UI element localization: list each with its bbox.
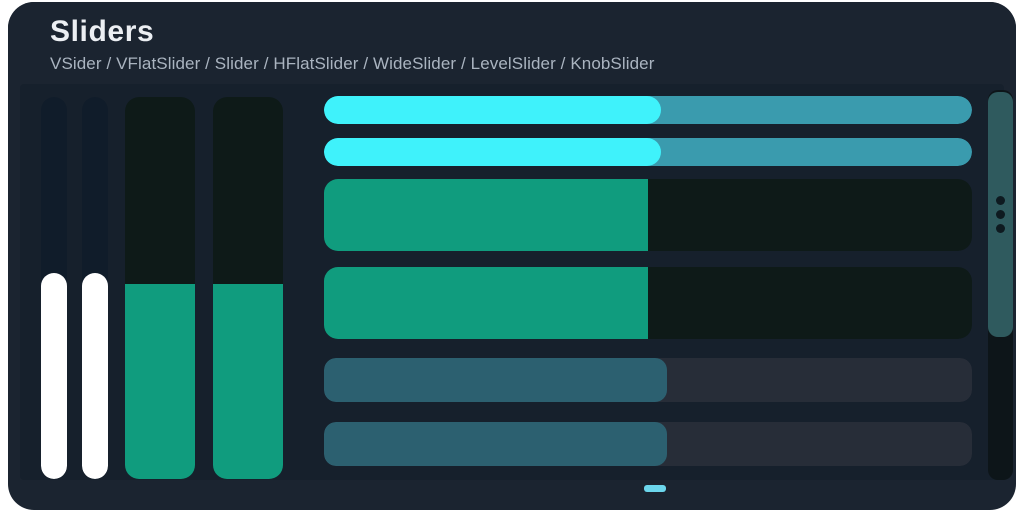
app-window: Sliders VSider / VFlatSlider / Slider / … [8,2,1016,510]
knobslider-handle[interactable] [988,92,1013,337]
vsider-1[interactable] [41,97,67,479]
page-subtitle: VSider / VFlatSlider / Slider / HFlatSli… [50,54,655,73]
slider-2[interactable] [324,138,972,166]
wideslider-1[interactable] [324,358,972,402]
slider-content-panel [20,84,1004,480]
vflatslider-1[interactable] [125,97,195,479]
hflatslider-2-fill[interactable] [324,267,648,339]
slider-1[interactable] [324,96,972,124]
vflatslider-2-fill[interactable] [213,284,283,479]
slider-2-fill[interactable] [324,138,661,166]
page-title: Sliders [50,15,155,48]
knobslider[interactable] [988,90,1013,480]
levelslider-1-fill[interactable] [324,422,668,466]
slider-1-fill[interactable] [324,96,661,124]
vflatslider-1-fill[interactable] [125,284,195,479]
vsider-2-fill[interactable] [82,272,108,479]
vflatslider-2[interactable] [213,97,283,479]
knobslider-grip-dot [996,224,1005,233]
levelslider-1[interactable] [324,422,972,466]
knobslider-grip-dot [996,196,1005,205]
hflatslider-1-fill[interactable] [324,179,648,251]
wideslider-1-fill[interactable] [324,358,668,402]
hflatslider-2[interactable] [324,267,972,339]
vsider-2[interactable] [82,97,108,479]
bottom-marker[interactable] [644,485,666,492]
knobslider-grip-dot [996,210,1005,219]
vsider-1-fill[interactable] [41,272,67,479]
hflatslider-1[interactable] [324,179,972,251]
header: Sliders VSider / VFlatSlider / Slider / … [8,2,1016,84]
